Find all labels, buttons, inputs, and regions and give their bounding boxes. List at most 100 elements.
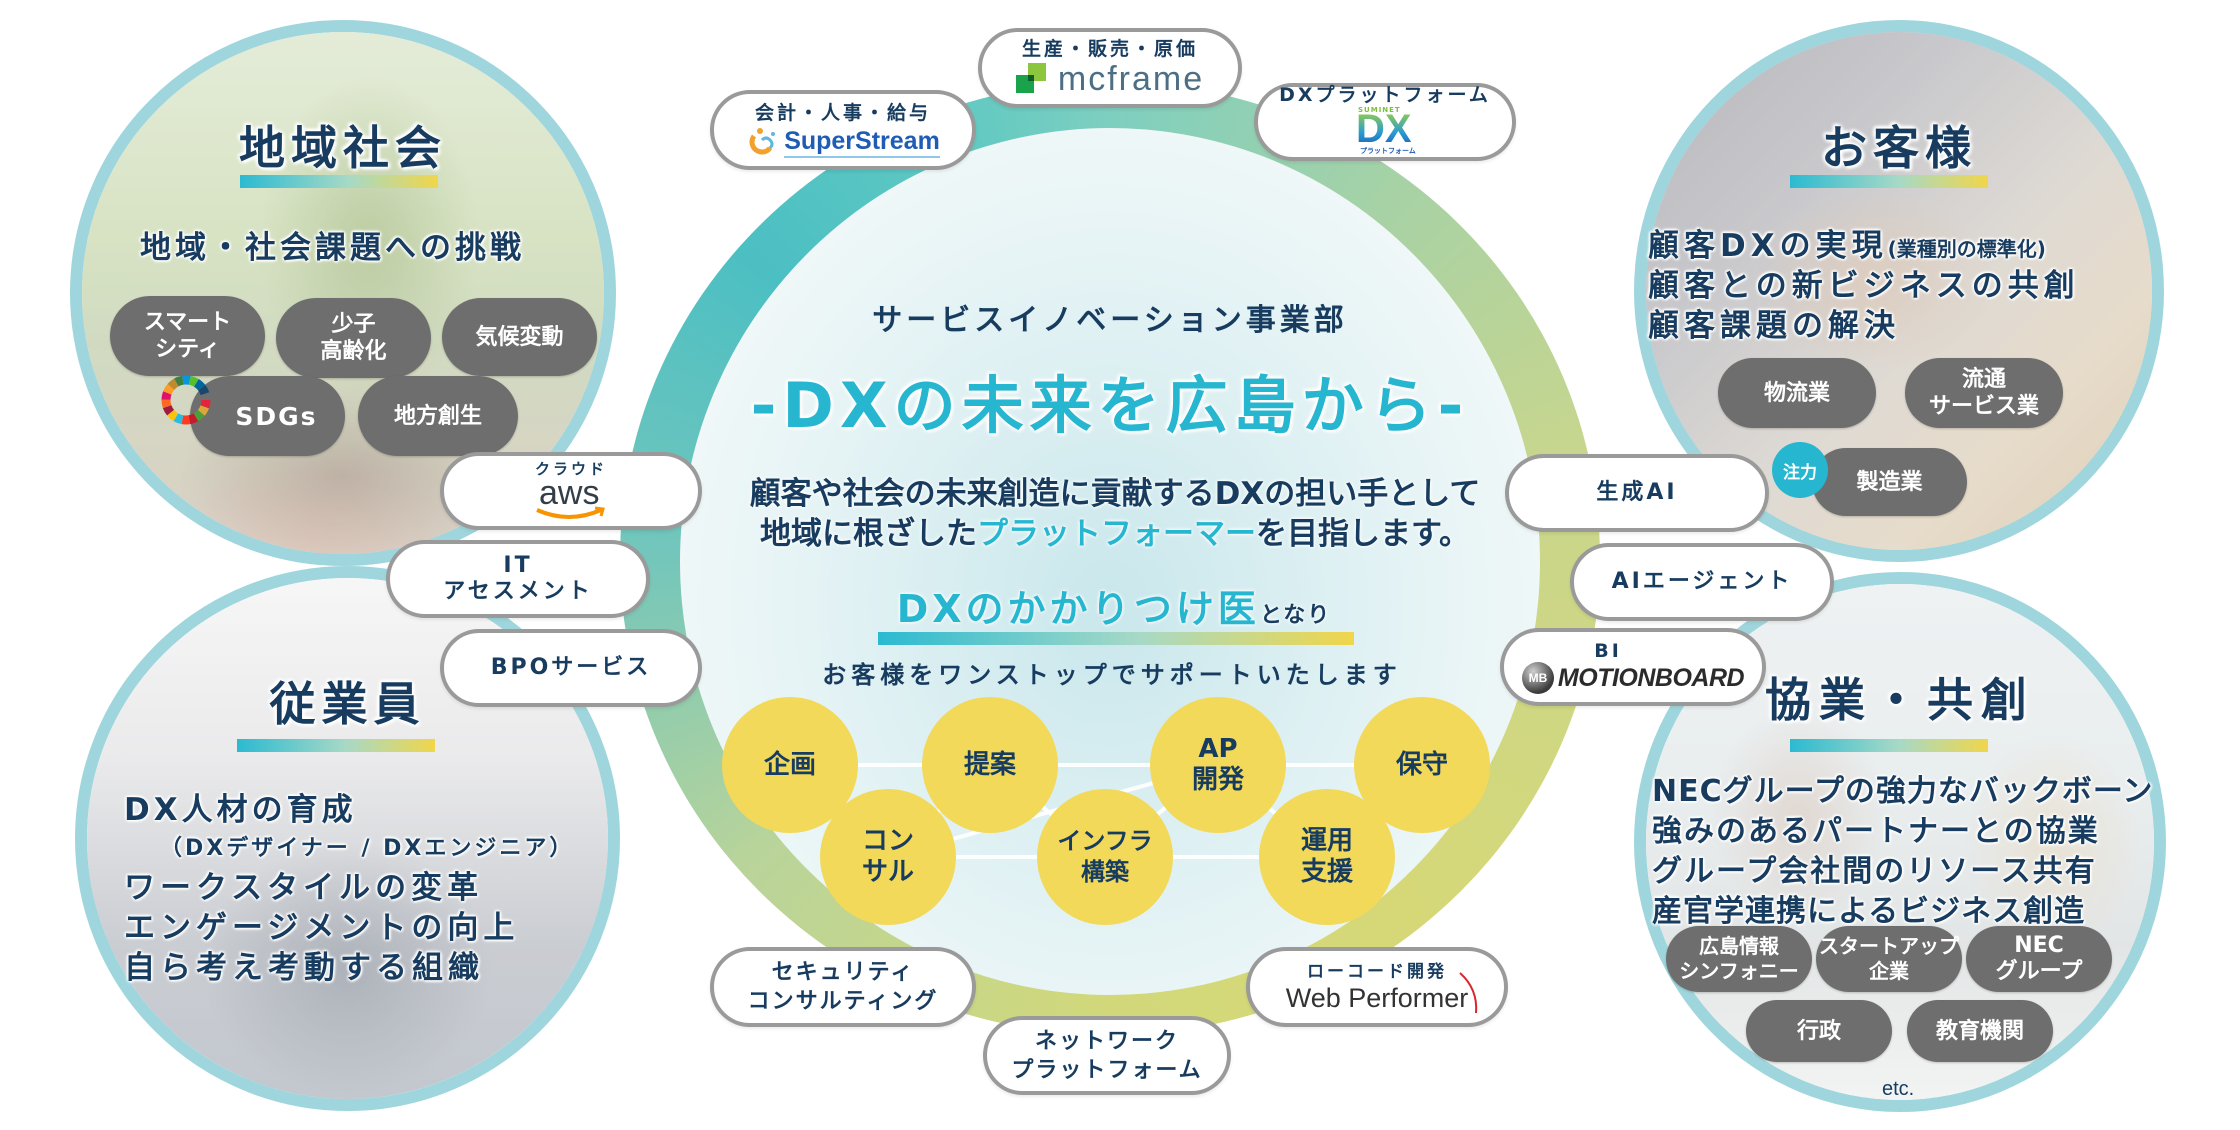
tag-government: 行政: [1746, 1000, 1892, 1062]
tag-hiroshima-symphony: 広島情報 シンフォニー: [1666, 926, 1812, 992]
mcframe-logo: mcframe: [1015, 59, 1205, 99]
employees-line-1: DX人材の育成: [124, 792, 357, 828]
aws-logo: aws: [531, 474, 611, 522]
service-web-performer[interactable]: ローコード開発 Web Performer: [1246, 947, 1508, 1027]
service-mcframe[interactable]: 生産・販売・原価 mcframe: [978, 28, 1242, 108]
community-title: 地域社会: [239, 121, 447, 175]
process-node-consulting: コン サル: [820, 789, 956, 925]
superstream-logo: SuperStream: [746, 126, 940, 158]
employees-line-4: エンゲージメントの向上: [124, 910, 520, 946]
mission-line-2: 地域に根ざしたプラットフォーマーを目指します。: [0, 508, 2235, 553]
process-node-proposal: 提案: [922, 697, 1058, 833]
mission-line-2-post: を目指します。: [1256, 516, 1470, 552]
dx-logo-bottom-text: プラットフォーム: [1360, 147, 1416, 155]
partners-line-1: NECグループの強力なバックボーン: [1652, 774, 2154, 809]
platformer-highlight: プラットフォーマー: [977, 516, 1257, 552]
sdgs-wheel-icon: [161, 375, 211, 425]
customers-title-underline: [1790, 175, 1988, 188]
doctor-suffix: となり: [1259, 603, 1332, 628]
customers-line-3: 顧客課題の解決: [1648, 308, 1900, 344]
web-performer-caption: ローコード開発: [1307, 961, 1447, 982]
employees-circle: [75, 566, 620, 1111]
doctor-underline: [878, 632, 1354, 645]
process-node-operation-support: 運用 支援: [1259, 789, 1395, 925]
customers-line-2: 顧客との新ビジネスの共創: [1648, 268, 2080, 304]
service-it-assessment[interactable]: IT アセスメント: [386, 540, 650, 618]
network-platform-label: ネットワーク プラットフォーム: [1011, 1028, 1203, 1083]
tag-nec-group: NEC グループ: [1966, 926, 2112, 992]
tag-regional-revitalization: 地方創生: [358, 376, 518, 456]
customers-title: お客様: [1821, 121, 1977, 175]
customers-line-1-text: 顧客DXの実現: [1648, 228, 1888, 264]
ai-agent-label: AIエージェント: [1611, 569, 1793, 594]
superstream-wordmark: SuperStream: [784, 127, 940, 158]
tag-education: 教育機関: [1907, 1000, 2053, 1062]
customers-line-1-note: (業種別の標準化): [1887, 237, 2046, 261]
service-security-consulting[interactable]: セキュリティ コンサルティング: [710, 947, 976, 1027]
etc-label: etc.: [1882, 1078, 1915, 1100]
process-node-planning: 企画: [722, 697, 858, 833]
web-performer-swoosh-icon: [1459, 971, 1478, 1013]
security-consulting-label: セキュリティ コンサルティング: [747, 960, 939, 1014]
employees-title-underline: [237, 739, 435, 752]
partners-title-underline: [1790, 739, 1988, 752]
process-node-infrastructure: インフラ 構築: [1037, 789, 1173, 925]
motionboard-caption: BI: [1594, 640, 1622, 662]
generative-ai-label: 生成AI: [1596, 480, 1678, 505]
partners-title: 協業・共創: [1765, 673, 2035, 727]
doctor-heading: DXのかかりつけ医となり: [0, 578, 2234, 633]
superstream-caption: 会計・人事・給与: [754, 102, 931, 124]
service-ai-agent[interactable]: AIエージェント: [1570, 543, 1834, 621]
partners-line-2: 強みのあるパートナーとの協業: [1652, 814, 2100, 849]
tag-logistics: 物流業: [1718, 358, 1876, 428]
tag-startups: スタートアップ 企業: [1816, 926, 1962, 992]
partners-line-4: 産官学連携によるビジネス創造: [1652, 894, 2086, 929]
tag-climate-change: 気候変動: [442, 298, 597, 376]
aws-smile-icon: [536, 506, 605, 519]
dx-platform-caption: DXプラットフォーム: [1279, 84, 1491, 106]
web-performer-logo: Web Performer: [1285, 971, 1478, 1014]
partners-line-3: グループ会社間のリソース共有: [1652, 854, 2097, 889]
dx-logo-top-text: SUMINET: [1358, 106, 1401, 114]
service-aws[interactable]: クラウド aws: [440, 452, 702, 530]
mission-line-2-pre: 地域に根ざした: [760, 516, 978, 552]
slogan: -DXの未来を広島から-: [750, 369, 1470, 442]
employees-line-3: ワークスタイルの変革: [124, 870, 484, 906]
dx-platform-logo: SUMINET DX プラットフォーム: [1350, 106, 1420, 155]
employees-title: 従業員: [269, 677, 426, 731]
tag-aging-society: 少子 高齢化: [276, 298, 431, 378]
superstream-mark-icon: [749, 128, 776, 155]
support-text: お客様をワンストップでサポートいたします: [822, 661, 1402, 689]
service-dx-platform[interactable]: DXプラットフォーム SUMINET DX プラットフォーム: [1254, 83, 1516, 161]
mcframe-squares-icon: [1015, 63, 1046, 93]
tag-manufacturing: 製造業: [1812, 448, 1967, 516]
it-assessment-label: IT アセスメント: [443, 553, 593, 604]
employees-line-2: （DXデザイナー / DXエンジニア）: [160, 836, 575, 861]
community-title-underline: [240, 175, 438, 188]
service-generative-ai[interactable]: 生成AI: [1505, 454, 1769, 532]
process-node-ap-development: AP 開発: [1150, 697, 1286, 833]
customers-line-1: 顧客DXの実現(業種別の標準化): [1648, 220, 2046, 265]
tag-sdgs: SDGs: [190, 376, 345, 456]
bpo-label: BPOサービス: [490, 655, 652, 680]
service-superstream[interactable]: 会計・人事・給与 SuperStream: [710, 90, 976, 170]
service-bpo[interactable]: BPOサービス: [440, 629, 702, 707]
dx-logo-mark: DX: [1356, 107, 1412, 151]
doctor-main: DXのかかりつけ医: [896, 587, 1260, 631]
community-subtitle: 地域・社会課題への挑戦: [140, 230, 525, 266]
mission-line-1: 顧客や社会の未来創造に貢献するDXの担い手として: [749, 476, 1481, 512]
tag-retail-service: 流通 サービス業: [1905, 358, 2063, 428]
mcframe-caption: 生産・販売・原価: [1021, 37, 1198, 60]
tag-smart-city: スマート シティ: [110, 296, 265, 376]
focus-badge: 注力: [1772, 442, 1828, 498]
service-network-platform[interactable]: ネットワーク プラットフォーム: [983, 1016, 1231, 1095]
aws-wordmark: aws: [539, 474, 600, 512]
motionboard-wordmark: MotionBoard: [1557, 663, 1745, 692]
service-motionboard[interactable]: BI MB MotionBoard: [1500, 628, 1766, 706]
employees-line-5: 自ら考え考動する組織: [124, 950, 484, 986]
web-performer-wordmark: Web Performer: [1285, 982, 1469, 1013]
department-name: サービスイノベーション事業部: [872, 303, 1348, 338]
motionboard-logo: MB MotionBoard: [1521, 662, 1745, 694]
mcframe-wordmark: mcframe: [1057, 59, 1205, 98]
aws-caption: クラウド: [534, 460, 607, 478]
